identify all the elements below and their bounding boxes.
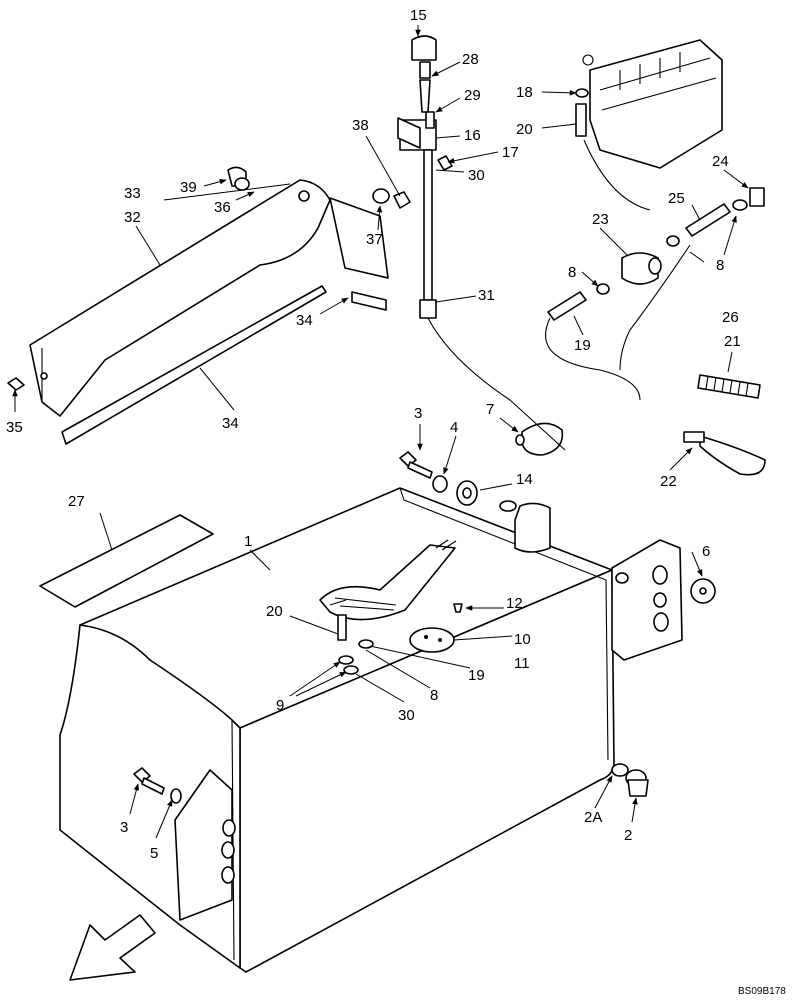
injection-pump [575, 39, 723, 211]
callout-6: 6 [702, 543, 710, 560]
callout-35: 35 [6, 419, 23, 436]
fuel-pickup-tube [397, 35, 566, 451]
callout-labels: 15 28 29 16 17 30 38 18 20 24 25 23 8 8 … [6, 7, 786, 997]
tank-top-hardware [399, 451, 478, 506]
callout-5: 5 [150, 845, 158, 862]
callout-4: 4 [450, 419, 458, 436]
callout-21: 21 [724, 333, 741, 350]
drawing-code: BS09B178 [738, 986, 786, 997]
callout-16: 16 [464, 127, 481, 144]
callout-32: 32 [124, 209, 141, 226]
callout-36: 36 [214, 199, 231, 216]
tank-shield [7, 166, 411, 445]
callout-8b: 8 [568, 264, 576, 281]
callout-9: 9 [276, 697, 284, 714]
callout-37: 37 [366, 231, 383, 248]
callout-26: 26 [722, 309, 739, 326]
callout-2A: 2A [584, 809, 602, 826]
callout-31: 31 [478, 287, 495, 304]
callout-8c: 8 [430, 687, 438, 704]
drain-plug [625, 769, 649, 797]
callout-27: 27 [68, 493, 85, 510]
fuel-tank [59, 487, 683, 973]
callout-8a: 8 [716, 257, 724, 274]
callout-38: 38 [352, 117, 369, 134]
callout-14: 14 [516, 471, 533, 488]
fuel-cap [515, 422, 564, 456]
decal [39, 514, 214, 608]
callout-20a: 20 [516, 121, 533, 138]
fuel-filter-lines [545, 187, 766, 476]
washer-6 [690, 578, 716, 604]
callout-7: 7 [486, 401, 494, 418]
callout-11: 11 [514, 655, 530, 672]
callout-24: 24 [712, 153, 729, 170]
callout-10: 10 [514, 631, 531, 648]
front-direction-arrow [69, 914, 156, 981]
callout-3a: 3 [414, 405, 422, 422]
callout-15: 15 [410, 7, 427, 24]
callout-19a: 19 [574, 337, 591, 354]
callout-34a: 34 [296, 312, 313, 329]
callout-2: 2 [624, 827, 632, 844]
callout-30b: 30 [398, 707, 415, 724]
callout-12: 12 [506, 595, 523, 612]
callout-3b: 3 [120, 819, 128, 836]
callout-34b: 34 [222, 415, 239, 432]
callout-20b: 20 [266, 603, 283, 620]
callout-30a: 30 [468, 167, 485, 184]
leader-lines [12, 25, 749, 839]
callout-22: 22 [660, 473, 677, 490]
callout-19b: 19 [468, 667, 485, 684]
callout-18: 18 [516, 84, 533, 101]
tank-side-hardware [133, 767, 182, 804]
callout-17: 17 [502, 144, 519, 161]
callout-25: 25 [668, 190, 685, 207]
callout-23: 23 [592, 211, 609, 228]
callout-39: 39 [180, 179, 197, 196]
callout-29: 29 [464, 87, 481, 104]
callout-28: 28 [462, 51, 479, 68]
callout-33: 33 [124, 185, 141, 202]
callout-1: 1 [244, 533, 252, 550]
